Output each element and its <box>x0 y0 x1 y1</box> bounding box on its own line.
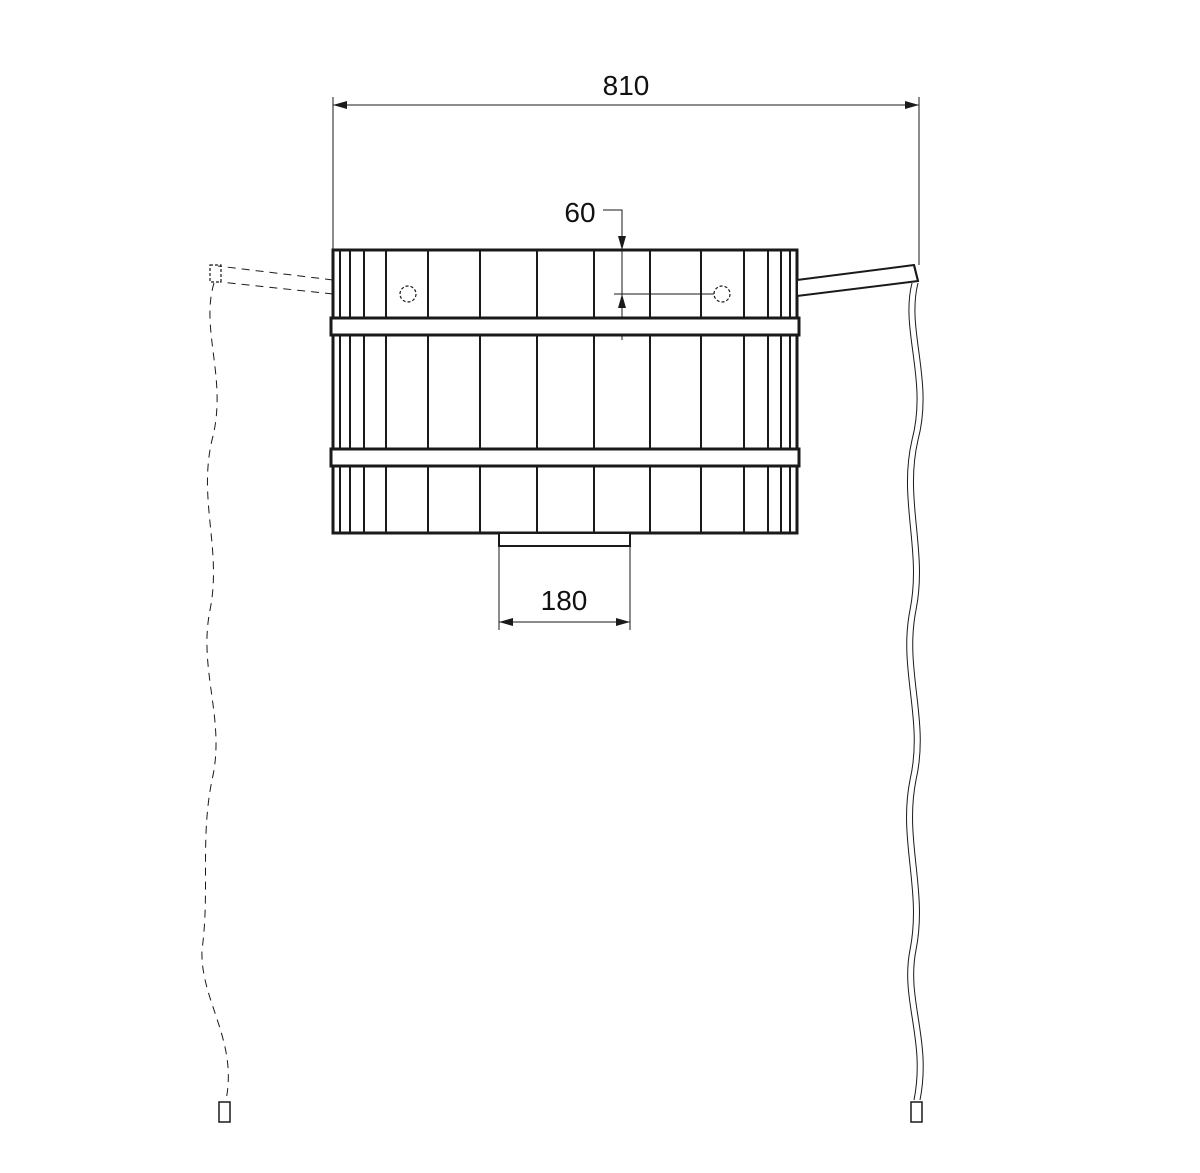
lever-arm-solid <box>796 263 920 298</box>
pull-chain-left-alternate <box>201 282 231 1123</box>
lever-arm-right <box>796 263 920 298</box>
lever-arm-dashed-top <box>217 265 334 281</box>
pull-handle-left <box>218 1101 231 1123</box>
leader-line-rim <box>603 209 626 250</box>
bucket-body <box>329 248 801 535</box>
pull-chain-right <box>906 282 924 1123</box>
bucket-staves <box>339 250 791 533</box>
dimension-label-overall: 810 <box>603 70 650 101</box>
pull-handle-right <box>910 1101 923 1123</box>
dimension-overall-width: 810 <box>332 70 920 265</box>
bucket-outlet <box>498 532 631 547</box>
rivet-hole-right <box>713 285 731 303</box>
rivet-hole-left <box>399 285 417 303</box>
dimension-outlet-width: 180 <box>498 546 631 630</box>
outlet-spout <box>498 532 631 547</box>
bucket-outline <box>331 248 799 535</box>
pull-chain-line-a <box>906 282 918 1101</box>
lever-arm-dashed-bottom <box>219 281 334 295</box>
lever-arm-dashed-tip <box>209 264 222 283</box>
dimension-label-outlet: 180 <box>541 585 588 616</box>
pull-chain-dashed <box>201 282 229 1101</box>
dimension-label-rim: 60 <box>564 197 595 228</box>
bucket-hoop-upper <box>329 316 801 337</box>
lever-arm-left-alternate <box>209 264 334 295</box>
lever-arm-tip <box>913 264 919 282</box>
bucket-hoop-lower <box>329 447 801 468</box>
pull-chain-line-b <box>912 282 924 1101</box>
